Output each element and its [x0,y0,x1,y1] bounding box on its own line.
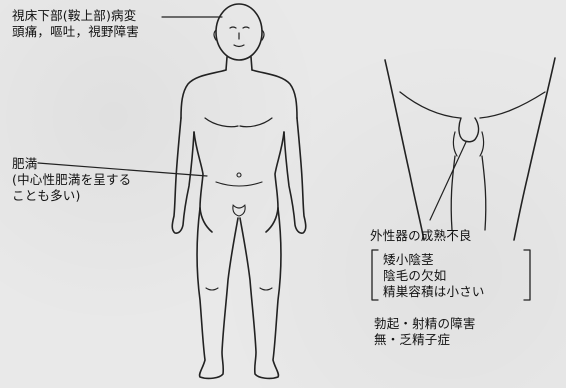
label-hypothalamus: 視床下部(鞍上部)病変 頭痛，嘔吐，視野障害 [12,8,139,40]
label-genital-footer1: 勃起・射精の障害 [374,316,476,332]
human-figure [172,4,306,378]
genital-item: 精巣容積は小さい [383,284,485,300]
inset-left-thigh [385,60,424,240]
label-obesity: 肥満 (中心性肥満を呈する ことも多い) [12,156,131,204]
label-genital-footer2: 無・乏精子症 [374,332,476,348]
genital-area [233,205,245,216]
inset-genital [459,118,479,142]
leader-line-genital [430,142,466,220]
items-bracket-left [372,250,378,300]
items-bracket-right [524,250,530,300]
left-arm-outline [172,118,194,233]
label-obesity-line3: ことも多い) [12,188,131,204]
face-features [230,27,249,47]
label-hypothalamus-line1: 視床下部(鞍上部)病変 [12,8,139,24]
label-obesity-line2: (中心性肥満を呈する [12,172,131,188]
right-leg-outline [240,208,281,378]
neck-outline [226,57,252,70]
genital-item: 矮小陰茎 [383,252,485,268]
label-genital-footer: 勃起・射精の障害 無・乏精子症 [374,316,476,348]
left-leg-outline [197,208,238,378]
label-obesity-line1: 肥満 [12,156,131,172]
label-genital-title: 外性器の成熟不良 [370,228,472,244]
genital-item: 陰毛の欠如 [383,268,485,284]
torso-outline [181,70,297,118]
head-outline [216,4,262,60]
inset-genital-closeup [385,58,555,240]
label-hypothalamus-line2: 頭痛，嘔吐，視野障害 [12,24,139,40]
label-genital-items: 矮小陰茎 陰毛の欠如 精巣容積は小さい [383,252,485,300]
chest-lines [205,118,272,127]
right-arm-outline [284,118,306,233]
navel [237,173,241,177]
inset-right-thigh [514,58,555,240]
